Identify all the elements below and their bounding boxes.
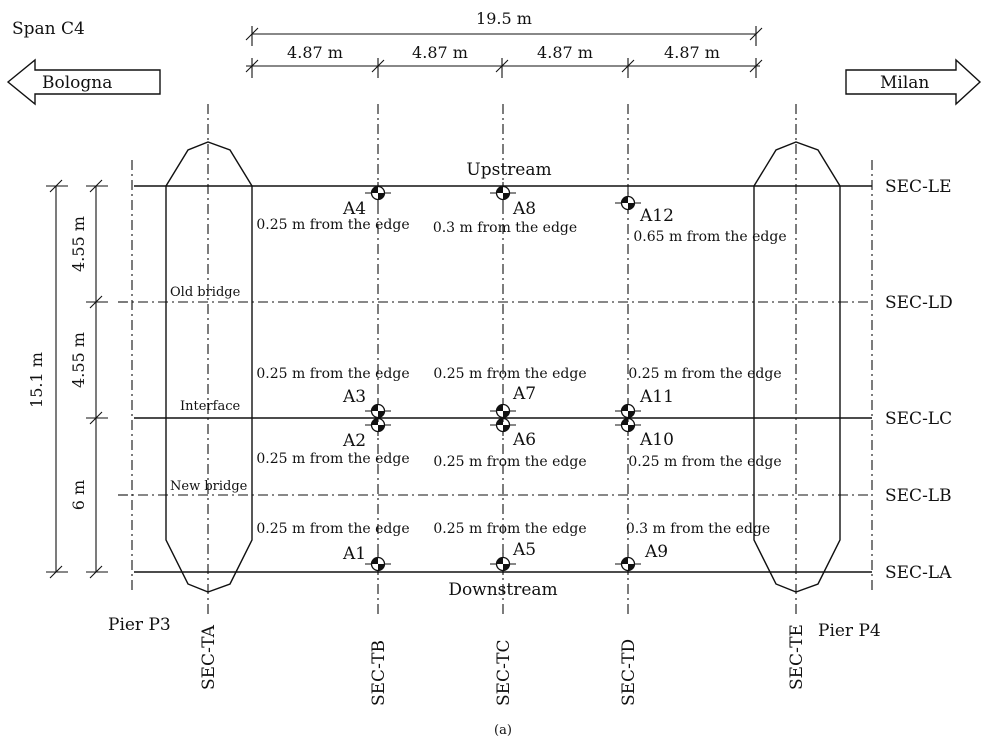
total-width-label: 15.1 m	[27, 352, 46, 408]
sensor-a6-symbol	[490, 414, 516, 436]
sec-ld-label: SEC-LD	[885, 293, 953, 313]
total-length-label: 19.5 m	[476, 9, 532, 28]
sensor-a12-symbol	[615, 192, 641, 214]
sensor-a5-note: 0.25 m from the edge	[433, 521, 586, 537]
sensor-a3-symbol	[365, 400, 391, 422]
sec-le-label: SEC-LE	[885, 177, 952, 197]
sensor-a4-label: A4	[342, 199, 366, 219]
sensor-a7-label: A7	[512, 384, 536, 404]
sensor-a7-symbol	[490, 400, 516, 422]
sensor-a2-label: A2	[342, 431, 366, 451]
sec-td-label: SEC-TD	[619, 639, 639, 706]
segment-length-3: 4.87 m	[537, 43, 593, 62]
sensor-a6-label: A6	[512, 430, 536, 450]
old-bridge-label: Old bridge	[170, 285, 241, 300]
segment-length-4: 4.87 m	[664, 43, 720, 62]
sensor-a5-symbol	[490, 553, 516, 575]
sensor-a3-label: A3	[342, 387, 366, 407]
sec-la-label: SEC-LA	[885, 563, 952, 583]
sensor-a10-label: A10	[639, 430, 674, 450]
top-dimension-lines	[245, 26, 763, 78]
sensor-a8-label: A8	[512, 199, 536, 219]
width-segment-3: 6 m	[69, 480, 88, 510]
segment-length-2: 4.87 m	[412, 43, 468, 62]
sensor-a10-note: 0.25 m from the edge	[628, 454, 781, 470]
sec-tb-label: SEC-TB	[369, 640, 389, 706]
interface-label: Interface	[180, 399, 240, 414]
left-dimension-lines	[46, 179, 108, 579]
milan-arrow: Milan	[845, 58, 982, 106]
sensor-a1-note: 0.25 m from the edge	[256, 521, 409, 537]
sensor-a7-note: 0.25 m from the edge	[433, 366, 586, 382]
sensor-a9-label: A9	[644, 542, 668, 562]
sensor-a2-symbol	[365, 414, 391, 436]
upstream-label: Upstream	[466, 160, 551, 180]
sensor-a12-note: 0.65 m from the edge	[633, 229, 786, 245]
milan-label: Milan	[880, 73, 929, 93]
pier-p3-outline	[165, 141, 253, 593]
figure-caption: (a)	[494, 723, 512, 738]
sec-ta-label: SEC-TA	[199, 624, 219, 690]
span-label: Span C4	[12, 19, 85, 39]
sensor-a8-symbol	[490, 182, 516, 204]
sec-tc-label: SEC-TC	[494, 639, 514, 706]
sec-lc-label: SEC-LC	[885, 409, 952, 429]
sensor-a1-symbol	[365, 553, 391, 575]
new-bridge-label: New bridge	[170, 479, 248, 494]
sensor-a5-label: A5	[512, 540, 536, 560]
sensor-a12-label: A12	[639, 206, 674, 226]
segment-length-1: 4.87 m	[287, 43, 343, 62]
pier-p4-outline	[753, 141, 841, 593]
pier-p4-label: Pier P4	[818, 621, 881, 641]
sensor-a2-note: 0.25 m from the edge	[256, 451, 409, 467]
sensor-a11-symbol	[615, 400, 641, 422]
bologna-arrow: Bologna	[6, 58, 161, 106]
sensor-a4-symbol	[365, 182, 391, 204]
width-segment-1: 4.55 m	[69, 216, 88, 272]
pier-p3-label: Pier P3	[108, 615, 171, 635]
sensor-a9-note: 0.3 m from the edge	[626, 521, 770, 537]
sensor-a4-note: 0.25 m from the edge	[256, 217, 409, 233]
sensor-a3-note: 0.25 m from the edge	[256, 366, 409, 382]
sensor-a8-note: 0.3 m from the edge	[433, 220, 577, 236]
sensor-a9-symbol	[615, 553, 641, 575]
sensor-a11-note: 0.25 m from the edge	[628, 366, 781, 382]
sec-te-label: SEC-TE	[787, 624, 807, 690]
sensor-a6-note: 0.25 m from the edge	[433, 454, 586, 470]
sensor-a11-label: A11	[639, 387, 674, 407]
sensor-a1-label: A1	[342, 544, 366, 564]
sec-lb-label: SEC-LB	[885, 486, 952, 506]
downstream-label: Downstream	[448, 580, 557, 600]
bologna-label: Bologna	[42, 73, 112, 93]
width-segment-2: 4.55 m	[69, 332, 88, 388]
